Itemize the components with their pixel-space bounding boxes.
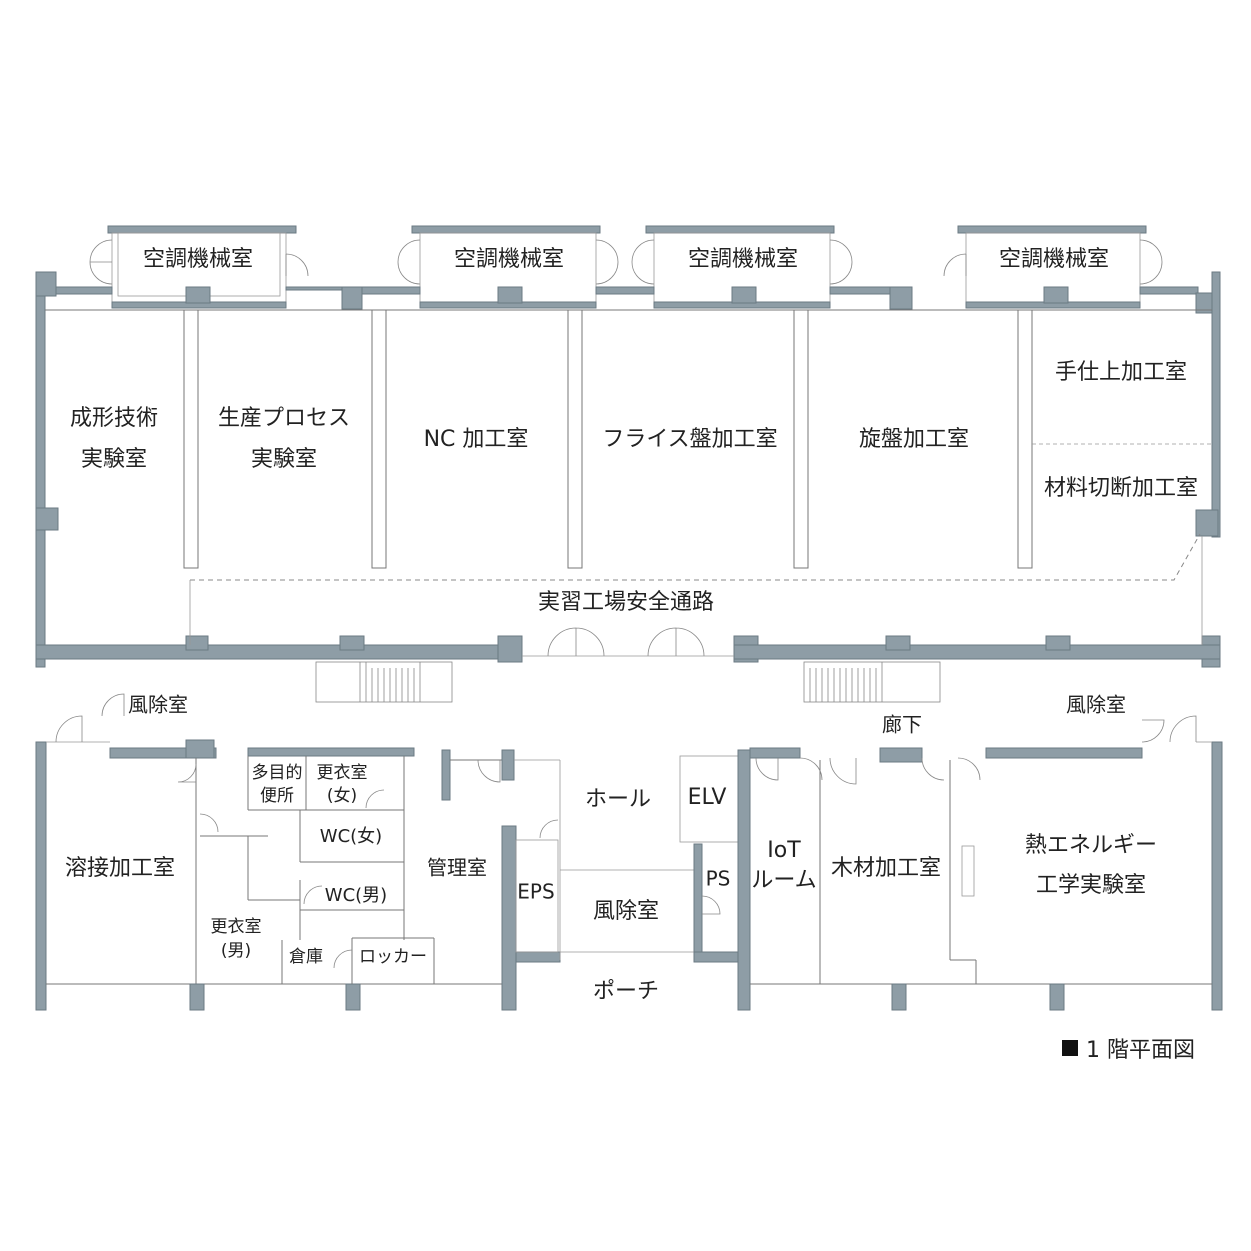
iot-room-label-1: IoT bbox=[767, 838, 801, 863]
management-room-label: 管理室 bbox=[427, 856, 487, 880]
nc-room-label: NC 加工室 bbox=[424, 427, 529, 452]
eps-label: EPS bbox=[517, 880, 554, 904]
mechanical-rooms bbox=[89, 225, 1163, 309]
windbreak-right-label: 風除室 bbox=[1066, 693, 1126, 717]
molding-lab-label-2: 実験室 bbox=[81, 447, 147, 472]
welding-room-label: 溶接加工室 bbox=[65, 856, 175, 881]
hall-label: ホール bbox=[585, 787, 651, 812]
plan-legend: 1 階平面図 bbox=[1062, 1032, 1195, 1064]
milling-room-label: フライス盤加工室 bbox=[602, 427, 777, 452]
square-bullet-icon bbox=[1062, 1040, 1078, 1056]
windbreak-left-label: 風除室 bbox=[128, 693, 188, 717]
porch-label: ポーチ bbox=[593, 979, 659, 1004]
wood-room-label: 木材加工室 bbox=[831, 856, 941, 881]
ps-label: PS bbox=[706, 867, 731, 891]
ac-room-1-label: 空調機械室 bbox=[143, 247, 253, 272]
wc-female-label: WC(女) bbox=[320, 826, 382, 847]
production-lab-label-2: 実験室 bbox=[251, 447, 317, 472]
production-lab-label-1: 生産プロセス bbox=[218, 406, 350, 431]
iot-room-label-2: ルーム bbox=[751, 868, 816, 893]
changing-female-label-2: (女) bbox=[327, 786, 357, 806]
ac-room-2-label: 空調機械室 bbox=[454, 247, 564, 272]
changing-male-label-2: (男) bbox=[221, 941, 251, 961]
thermal-lab-label-1: 熱エネルギー bbox=[1025, 833, 1157, 858]
locker-label: ロッカー bbox=[359, 947, 427, 967]
changing-female-label-1: 更衣室 bbox=[317, 763, 368, 783]
plan-title: 1 階平面図 bbox=[1086, 1038, 1195, 1063]
upper-block-walls bbox=[35, 271, 1221, 668]
multipurpose-wc-label-1: 多目的 bbox=[252, 763, 303, 783]
changing-male-label-1: 更衣室 bbox=[211, 917, 262, 937]
lathe-room-label: 旋盤加工室 bbox=[859, 427, 969, 452]
wc-male-label: WC(男) bbox=[325, 885, 387, 906]
elv-label: ELV bbox=[688, 785, 727, 810]
room-labels: 空調機械室 空調機械室 空調機械室 空調機械室 成形技術 実験室 生産プロセス … bbox=[65, 247, 1198, 1004]
thermal-lab-label-2: 工学実験室 bbox=[1036, 873, 1146, 898]
cutting-room-label: 材料切断加工室 bbox=[1044, 476, 1198, 501]
storage-label: 倉庫 bbox=[289, 947, 323, 967]
ac-room-4-label: 空調機械室 bbox=[999, 247, 1109, 272]
ac-room-3-label: 空調機械室 bbox=[688, 247, 798, 272]
multipurpose-wc-label-2: 便所 bbox=[260, 786, 294, 806]
corridor-label: 廊下 bbox=[882, 713, 922, 737]
windbreak-center-label: 風除室 bbox=[593, 899, 659, 924]
stairs bbox=[315, 661, 941, 703]
lower-block-walls bbox=[35, 693, 1223, 1011]
molding-lab-label-1: 成形技術 bbox=[70, 406, 158, 431]
safety-path-label: 実習工場安全通路 bbox=[538, 590, 714, 615]
finishing-room-label: 手仕上加工室 bbox=[1055, 360, 1187, 385]
